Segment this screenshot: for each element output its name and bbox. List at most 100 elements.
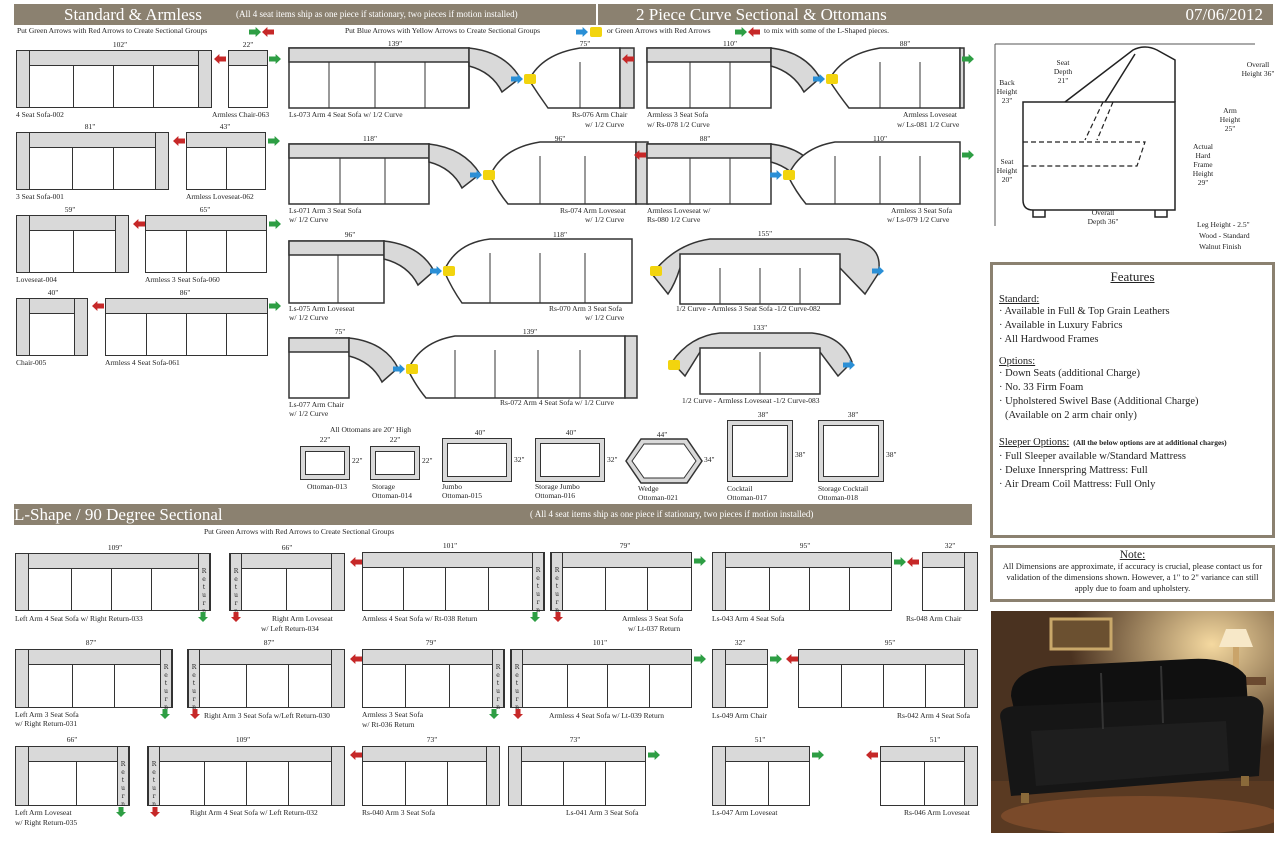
green-arrow-icon (269, 301, 281, 311)
dimension-label: 88" (899, 39, 911, 48)
feature-item: (Available on 2 arm chair only) (1005, 410, 1137, 421)
dimension-label: 86" (179, 288, 191, 297)
standard-title: Standard & Armless (64, 5, 202, 24)
item-label: Ottoman-013 (307, 482, 347, 491)
item-label: Rs-074 Arm Loveseat (560, 206, 626, 215)
curve-instruction-a: Put Blue Arrows with Yellow Arrows to Cr… (345, 26, 540, 35)
item-label: Armless Loveseat (903, 110, 957, 119)
sofa-diagram (186, 132, 266, 190)
item-label: w/ Left Return-034 (261, 624, 319, 633)
green-arrow-icon (269, 54, 281, 64)
item-label: Right Arm 4 Seat Sofa w/ Left Return-032 (190, 808, 318, 817)
item-label: Storage Cocktail (818, 484, 869, 493)
item-label: Armless Chair-063 (212, 110, 270, 119)
sofa-diagram (105, 298, 268, 356)
item-label: w/ 1/2 Curve (585, 120, 625, 129)
feature-item: · Upholstered Swivel Base (Additional Ch… (999, 396, 1199, 407)
curve-instruction-b: or Green Arrows with Red Arrows (607, 26, 711, 35)
item-label: w/ Rs-078 1/2 Curve (647, 120, 710, 129)
item-label: Armless 3 Seat Sofa (891, 206, 953, 215)
item-label: Ls-041 Arm 3 Seat Sofa (566, 808, 639, 817)
item-label: Chair-005 (16, 358, 47, 367)
item-label: Armless 4 Seat Sofa w/ Rt-038 Return (362, 614, 478, 623)
dimension-label: 51" (929, 735, 941, 744)
overall-height-label: Overall Height 36" (1241, 60, 1275, 78)
dimension-label: 38" (757, 410, 769, 419)
dimension-label: 139" (522, 327, 538, 336)
dimension-label: 79" (425, 638, 437, 647)
dimension-label: 109" (235, 735, 251, 744)
item-label: w/ 1/2 Curve (289, 215, 329, 224)
item-label: Armless Loveseat w/ (647, 206, 711, 215)
ottoman-diagram (535, 438, 605, 482)
sofa-diagram (228, 50, 268, 108)
dimension-label: 22" (319, 435, 331, 444)
item-label: Ls-077 Arm Chair (289, 400, 344, 409)
lshape-title: L-Shape / 90 Degree Sectional (14, 505, 223, 524)
dimension-label: 87" (85, 638, 97, 647)
blue-arrow-icon (430, 266, 442, 276)
ottoman-diagram (727, 420, 793, 482)
dimension-label: 81" (84, 122, 96, 131)
profile-diagram (994, 43, 1255, 226)
dimension-label: 32" (607, 455, 618, 464)
sofa-diagram (712, 746, 810, 806)
blue-arrow-icon (872, 266, 884, 276)
item-label: 1/2 Curve - Armless 3 Seat Sofa -1/2 Cur… (676, 304, 821, 313)
leg-wood-label: Wood - Standard (1199, 231, 1250, 240)
dimension-label: 96" (344, 230, 356, 239)
feature-item: · Full Sleeper available w/Standard Matt… (999, 451, 1186, 462)
seat-height-label: Seat Height 20" (996, 157, 1018, 184)
item-label: Rs-040 Arm 3 Seat Sofa (362, 808, 435, 817)
dimension-label: 139" (387, 39, 403, 48)
dimension-label: 79" (619, 541, 631, 550)
feature-item: · No. 33 Firm Foam (999, 382, 1084, 393)
back-height-label: Back Height 23" (996, 78, 1018, 105)
item-label: w/ 1/2 Curve (585, 313, 625, 322)
feature-item: · Air Dream Coil Mattress: Full Only (999, 479, 1156, 490)
dimension-label: 22" (242, 40, 254, 49)
lshape-subtitle: ( All 4 seat items ship as one piece if … (530, 509, 814, 519)
yellow-arrow-icon (524, 74, 536, 84)
item-label: w/ 1/2 Curve (289, 409, 329, 418)
green-arrow-icon (894, 557, 906, 567)
standard-instruction: Put Green Arrows with Red Arrows to Crea… (17, 26, 208, 35)
green-arrow-icon (962, 150, 974, 160)
dimension-label: 155" (757, 229, 773, 238)
dimension-label: 96" (554, 134, 566, 143)
yellow-arrow-icon (406, 364, 418, 374)
item-label: Ls-047 Arm Loveseat (712, 808, 778, 817)
item-label: Ls-073 Arm 4 Seat Sofa w/ 1/2 Curve (289, 110, 403, 119)
sofa-diagram (16, 298, 88, 356)
dimension-label: 40" (565, 428, 577, 437)
item-label: Storage Jumbo (535, 482, 580, 491)
wedge-ottoman-diagram (625, 438, 703, 484)
red-arrow-icon (173, 136, 185, 146)
red-arrow-icon (133, 219, 145, 229)
blue-arrow-icon (511, 74, 523, 84)
red-arrow-icon (350, 654, 362, 664)
item-label: Rs-046 Arm Loveseat (904, 808, 970, 817)
overall-depth-label: Overall Depth 36" (1087, 208, 1119, 226)
yellow-arrow-icon (483, 170, 495, 180)
blue-arrow-icon (843, 360, 855, 370)
item-label: Armless 4 Seat Sofa w/ Lt-039 Return (549, 711, 664, 720)
red-arrow-icon (622, 54, 634, 64)
green-arrow-icon (962, 54, 974, 64)
dimension-label: 38" (886, 450, 897, 459)
item-label: Armless 3 Seat Sofa (647, 110, 709, 119)
item-label: Ls-043 Arm 4 Seat Sofa (712, 614, 785, 623)
green-arrow-icon (160, 709, 170, 719)
leg-height-label: Leg Height - 2.5" (1197, 220, 1250, 229)
standard-heading: Standard: (999, 294, 1040, 305)
item-label: Left Arm 4 Seat Sofa w/ Right Return-033 (15, 614, 143, 623)
blue-arrow-icon (813, 74, 825, 84)
red-arrow-icon (786, 654, 798, 664)
